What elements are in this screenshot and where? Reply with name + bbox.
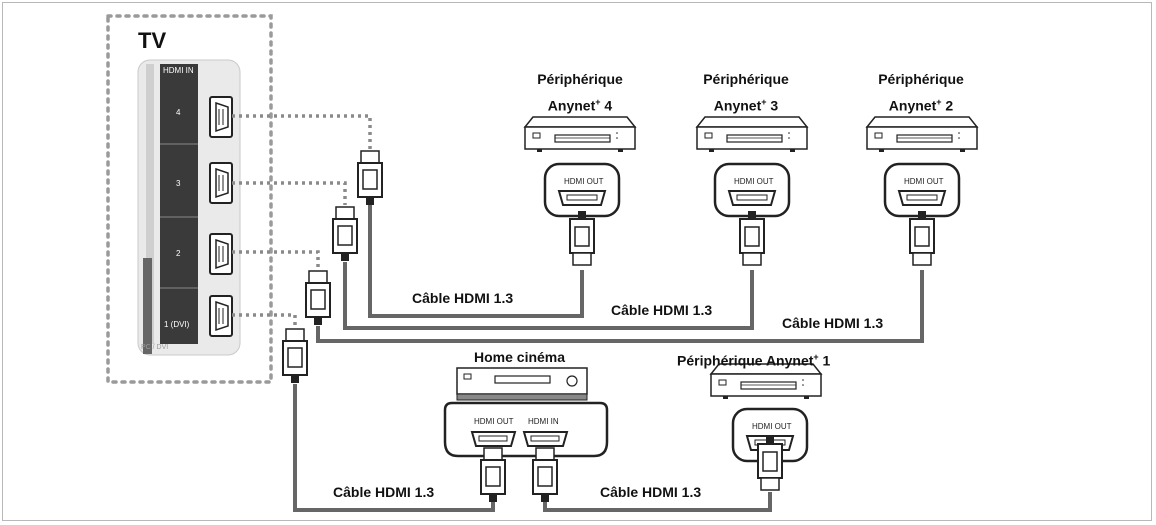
dotted-links xyxy=(232,114,372,328)
tv-title: TV xyxy=(138,28,167,53)
tv-port-label-3: 3 xyxy=(176,179,181,188)
tv-port-label-4: 4 xyxy=(176,108,181,117)
tv-hdmi-port-2 xyxy=(209,233,233,275)
hdmi-out-label-anynet-4: HDMI OUT xyxy=(564,177,604,186)
device-home-cinema xyxy=(443,367,609,503)
cable-label-anynet-2: Câble HDMI 1.3 xyxy=(782,315,884,331)
hdmi-in-block xyxy=(160,64,198,344)
tv-port-label-2: 2 xyxy=(176,249,181,258)
device-anynet-3 xyxy=(696,116,808,266)
tv-panel xyxy=(106,14,273,384)
cable-label-home-cinema: Câble HDMI 1.3 xyxy=(333,484,435,500)
cable-label-anynet-1: Câble HDMI 1.3 xyxy=(600,484,702,500)
tv-hdmi-port-4 xyxy=(209,96,233,138)
device-anynet-4 xyxy=(524,116,636,266)
tv-side-plugs xyxy=(282,150,383,384)
pc-dvi-label: PC / DVI xyxy=(141,344,169,351)
tv-hdmi-port-3 xyxy=(209,162,233,204)
label-home-cinema: Home cinéma xyxy=(474,349,566,365)
cables xyxy=(293,205,924,512)
hdmi-out-label-anynet-2: HDMI OUT xyxy=(904,177,944,186)
hdmi-out-label-anynet-1: HDMI OUT xyxy=(752,422,792,431)
hdmi-in-label: HDMI IN xyxy=(163,66,194,75)
tv-hdmi-port-1 xyxy=(209,295,233,337)
device-anynet-2 xyxy=(866,116,978,266)
hdmi-out-label-home-cinema: HDMI OUT xyxy=(474,417,514,426)
cable-label-anynet-3: Câble HDMI 1.3 xyxy=(611,302,713,318)
hdmi-out-label-anynet-3: HDMI OUT xyxy=(734,177,774,186)
cable-label-anynet-4: Câble HDMI 1.3 xyxy=(412,290,514,306)
tv-dotted-boundary xyxy=(106,14,273,384)
hdmi-in-label-home-cinema: HDMI IN xyxy=(528,417,559,426)
tv-port-label-1: 1 (DVI) xyxy=(164,320,190,329)
label-anynet-1: Périphérique Anynet+ 1 xyxy=(677,352,831,369)
